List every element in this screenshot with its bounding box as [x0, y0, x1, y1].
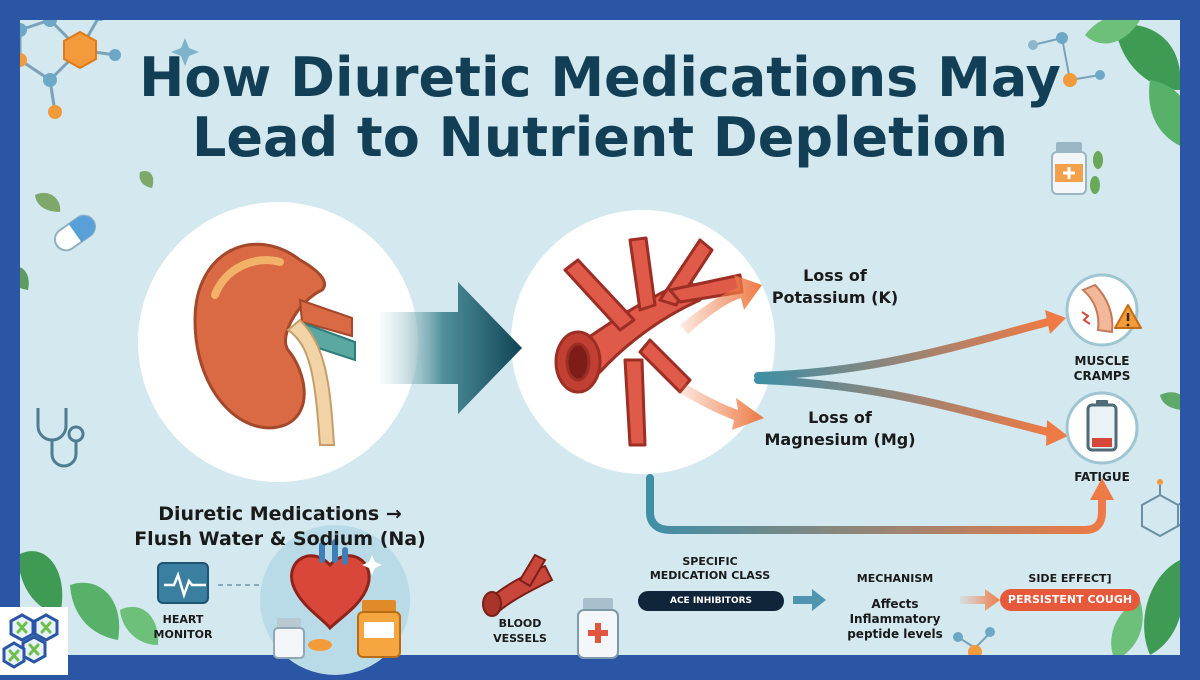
blood-vessels-line-2: VESSELS: [493, 632, 547, 645]
capsule-icon: [53, 214, 97, 252]
diuretic-caption-line-1: Diuretic Medications →: [158, 503, 402, 525]
diuretic-caption-line-2: Flush Water & Sodium (Na): [134, 528, 426, 550]
mechanism-header: MECHANISM: [856, 572, 934, 585]
molecule-icon: [1028, 32, 1105, 87]
side-effect-header: SIDE EFFECT]: [1028, 572, 1112, 585]
mechanism-value: Affects Inflammatory peptide levels: [830, 597, 960, 642]
blood-vessel-icon: [554, 236, 744, 447]
pill-bottle-icon: [357, 600, 401, 658]
blood-vessels-line-1: BLOOD: [498, 617, 542, 630]
diuretic-caption: Diuretic Medications → Flush Water & Sod…: [115, 502, 445, 552]
heart-monitor-icon: [157, 562, 209, 604]
mechanism-value-line-1: Affects: [871, 597, 919, 611]
capsule-icon: [308, 639, 332, 651]
pill-bottle-icon: [1051, 142, 1103, 195]
branch-to-cramps: [754, 318, 1052, 380]
loss-potassium-line-2: Potassium (K): [771, 288, 899, 307]
branch-to-fatigue: [754, 376, 1052, 436]
logo-icon: [2, 613, 59, 669]
pill-bottle-icon: [273, 618, 305, 659]
page-title-line-2: Lead to Nutrient Depletion: [191, 106, 1008, 169]
muscle-cramps-line-2: CRAMPS: [1073, 369, 1131, 383]
loss-magnesium-line-2: Magnesium (Mg): [764, 430, 916, 449]
loss-potassium-label: Loss of Potassium (K): [740, 265, 930, 309]
medication-class-header-line-1: SPECIFIC: [682, 555, 738, 568]
logo: [0, 607, 68, 675]
branch-to-cramps-head: [1045, 310, 1066, 334]
heart-monitor-line-2: MONITOR: [153, 628, 213, 641]
kidney-icon: [193, 242, 356, 446]
sparkle-icon: [362, 555, 382, 575]
bottom-flow-arrow-head: [1090, 478, 1114, 500]
mechanism-value-line-3: peptide levels: [847, 627, 943, 641]
pipeline-arrow-2: [960, 589, 1000, 611]
muscle-cramps-line-1: MUSCLE: [1074, 354, 1130, 368]
low-battery-icon: [1065, 391, 1139, 465]
side-effect-value: PERSISTENT COUGH: [1000, 589, 1140, 611]
loss-potassium-line-1: Loss of: [803, 266, 867, 285]
leaf-icon: [1111, 560, 1184, 660]
potassium-arrow: [680, 275, 762, 334]
sparkle-icon: [171, 38, 199, 66]
mechanism-value-line-2: Inflammatory: [849, 612, 941, 626]
loss-magnesium-label: Loss of Magnesium (Mg): [740, 407, 940, 451]
medication-class-value: ACE INHIBITORS: [638, 591, 784, 611]
blood-vessels-label: BLOOD VESSELS: [470, 616, 570, 646]
leaf-icon: [35, 192, 61, 212]
heart-monitor-label: HEART MONITOR: [133, 612, 233, 642]
medication-class-header-line-2: MEDICATION CLASS: [649, 569, 771, 582]
warning-icon: [1114, 304, 1142, 329]
magnesium-arrow: [678, 382, 764, 430]
blood-vessel-icon: [482, 553, 554, 617]
fatigue-label: FATIGUE: [1074, 470, 1130, 484]
loss-magnesium-line-1: Loss of: [808, 408, 872, 427]
branch-to-fatigue-head: [1046, 420, 1068, 446]
main-flow-arrow: [380, 282, 522, 414]
leaf-icon: [139, 170, 154, 188]
leaf-icon: [1160, 392, 1187, 410]
pipeline-arrow-1: [793, 589, 826, 611]
heart-icon: [290, 539, 371, 631]
stethoscope-icon: [36, 408, 85, 468]
leaf-icon: [18, 551, 159, 645]
heart-monitor-line-1: HEART: [162, 613, 204, 626]
pill-bottle-icon: [577, 598, 619, 659]
medication-class-header: SPECIFIC MEDICATION CLASS: [630, 555, 790, 583]
page-title-line-1: How Diuretic Medications May: [139, 46, 1061, 109]
bottom-flow-arrow: [646, 474, 1106, 534]
muscle-cramps-label: MUSCLE CRAMPS: [1052, 354, 1152, 384]
